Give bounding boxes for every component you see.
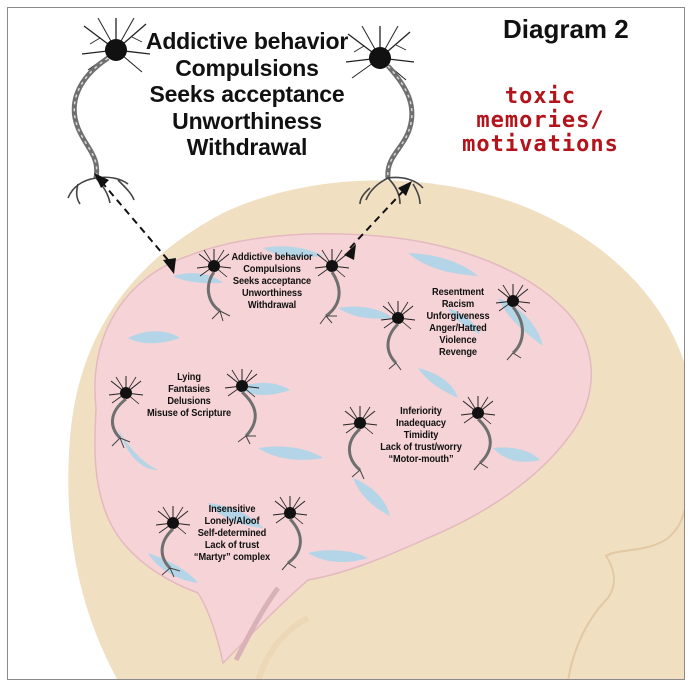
toxic-annotation: toxic memories/ motivations: [448, 85, 633, 157]
callout-line: Unworthiness: [136, 108, 358, 135]
cluster-inferiority-label: Inferiority Inadequacy Timidity Lack of …: [368, 405, 474, 465]
cluster-insensitive-label: Insensitive Lonely/Aloof Self-determined…: [180, 503, 284, 563]
callout-line: Compulsions: [136, 55, 358, 82]
cluster-line: Compulsions: [220, 263, 324, 275]
cluster-line: Timidity: [368, 429, 474, 441]
callout-line: Withdrawal: [136, 134, 358, 161]
cluster-addictive-label: Addictive behavior Compulsions Seeks acc…: [220, 251, 324, 311]
callout-line: Addictive behavior: [136, 28, 358, 55]
cluster-line: Inferiority: [368, 405, 474, 417]
cluster-line: Anger/Hatred: [414, 322, 502, 334]
cluster-resentment-label: Resentment Racism Unforgiveness Anger/Ha…: [414, 286, 502, 358]
cluster-line: Lack of trust: [180, 539, 284, 551]
cluster-line: Addictive behavior: [220, 251, 324, 263]
callout-text: Addictive behavior Compulsions Seeks acc…: [136, 28, 358, 161]
cluster-line: Unforgiveness: [414, 310, 502, 322]
cluster-line: Racism: [414, 298, 502, 310]
annotation-line: memories/: [448, 109, 633, 133]
cluster-line: Fantasies: [140, 383, 239, 395]
cluster-line: Unworthiness: [220, 287, 324, 299]
cluster-line: Violence: [414, 334, 502, 346]
annotation-line: toxic: [448, 85, 633, 109]
callout-line: Seeks acceptance: [136, 81, 358, 108]
cluster-lying-label: Lying Fantasies Delusions Misuse of Scri…: [140, 371, 239, 419]
cluster-line: Self-determined: [180, 527, 284, 539]
cluster-line: Lying: [140, 371, 239, 383]
cluster-line: Withdrawal: [220, 299, 324, 311]
diagram-frame: Diagram 2 toxic memories/ motivations Ad…: [7, 7, 685, 680]
annotation-line: motivations: [448, 133, 633, 157]
cluster-line: Delusions: [140, 395, 239, 407]
cluster-line: “Motor-mouth”: [368, 453, 474, 465]
cluster-line: Lack of trust/worry: [368, 441, 474, 453]
diagram-title: Diagram 2: [503, 14, 629, 45]
cluster-line: Misuse of Scripture: [140, 407, 239, 419]
cluster-line: Resentment: [414, 286, 502, 298]
cluster-line: Seeks acceptance: [220, 275, 324, 287]
cluster-line: “Martyr” complex: [180, 551, 284, 563]
cluster-line: Inadequacy: [368, 417, 474, 429]
cluster-line: Revenge: [414, 346, 502, 358]
cluster-line: Lonely/Aloof: [180, 515, 284, 527]
cluster-line: Insensitive: [180, 503, 284, 515]
